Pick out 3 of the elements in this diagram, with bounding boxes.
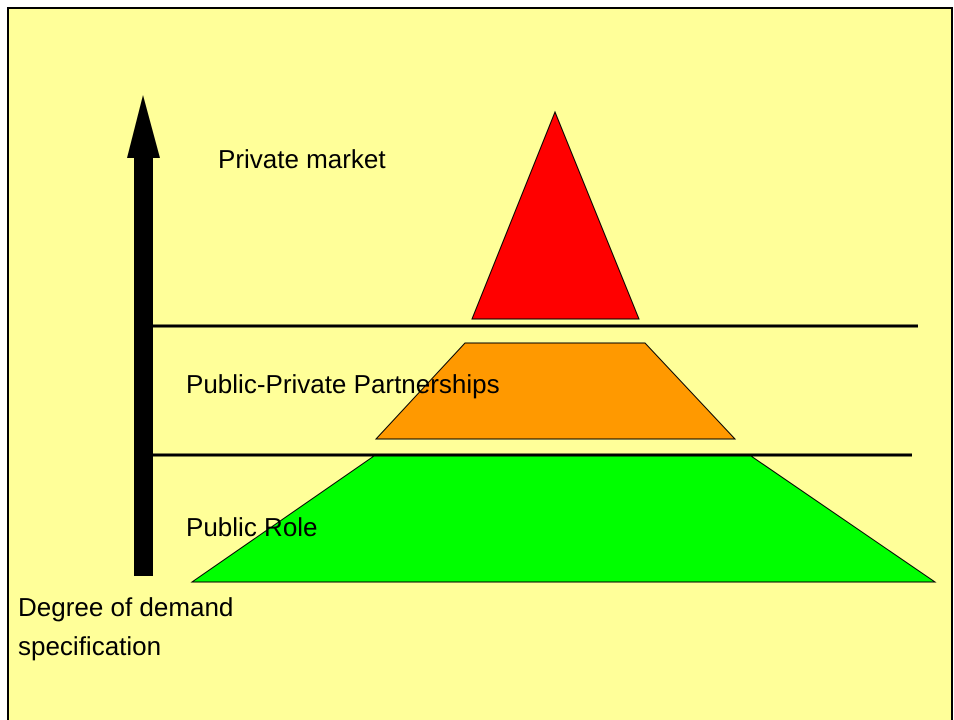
level-label: Private market xyxy=(218,143,387,176)
level-label: Public Role xyxy=(186,511,319,544)
axis-label: Degree of demand specification xyxy=(18,591,234,663)
